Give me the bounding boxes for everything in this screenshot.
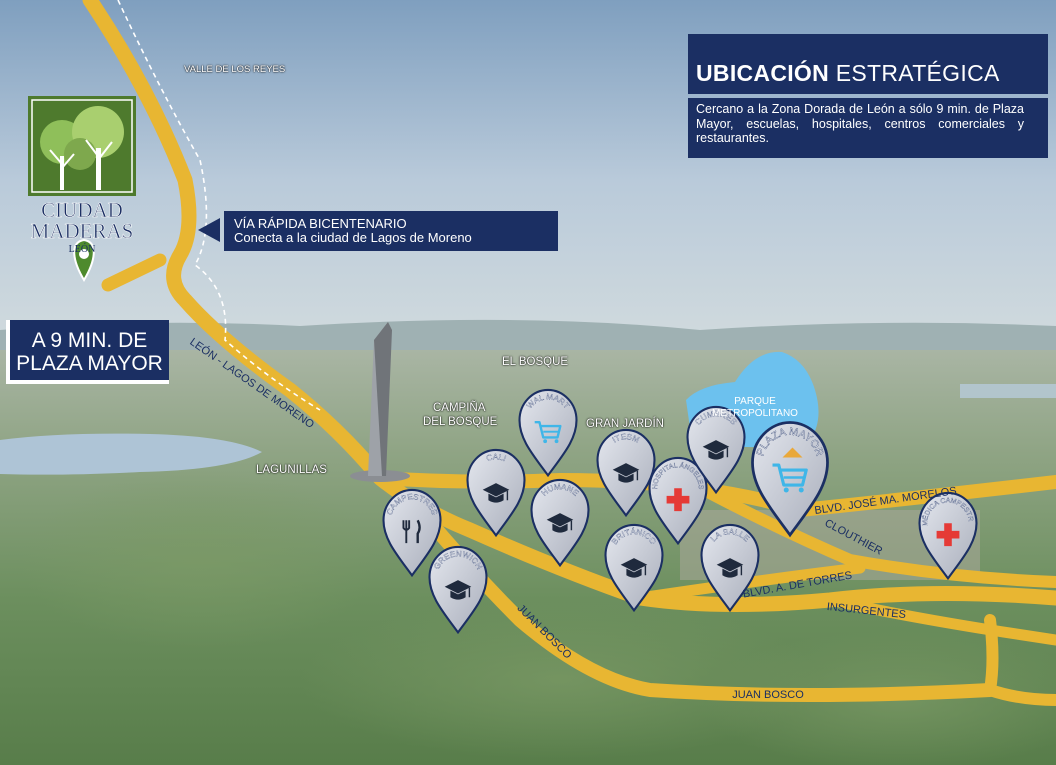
pin-label: CALI: [485, 452, 507, 463]
logo-tree-icon: CIUDAD MADERAS LEÓN: [28, 96, 136, 255]
clouthier-road: [694, 482, 1056, 588]
time-badge: A 9 MIN. DE PLAZA MAYOR: [6, 320, 169, 384]
logo-line3: LEÓN: [69, 243, 96, 255]
vegetation-patch: [20, 470, 380, 650]
valle-dashed-road: [117, 0, 321, 411]
title-rest: ESTRATÉGICA: [829, 60, 1000, 86]
graduation-cap-icon: [546, 513, 574, 533]
poi-pin-humane[interactable]: HUMANE: [530, 478, 590, 568]
graduation-cap-icon: [482, 483, 510, 503]
shopping-cart-icon: [772, 463, 808, 493]
poi-pin-cali[interactable]: CALI: [466, 448, 526, 538]
ciudad-maderas-logo: CIUDAD MADERAS LEÓN: [28, 96, 136, 256]
poi-pin-cumbres[interactable]: CUMBRES: [686, 405, 746, 495]
red-cross-icon: [936, 523, 960, 547]
pin-shape: [382, 488, 442, 578]
basket-accent-icon: [782, 447, 803, 458]
poi-pin-médica-campestre[interactable]: MÉDICA CAMPESTRE: [918, 491, 978, 581]
description: Cercano a la Zona Dorada de León a sólo …: [688, 98, 1048, 158]
place-label-parque: PARQUE: [734, 396, 776, 407]
location-marker-icon[interactable]: [73, 238, 95, 282]
poi-pin-wal-mart[interactable]: WAL MART: [518, 388, 578, 478]
place-label-el-bosque: EL BOSQUE: [502, 356, 569, 368]
poi-pin-plaza-mayor[interactable]: PLAZA MAYOR: [751, 421, 829, 538]
logo-line2: MADERAS: [31, 219, 134, 243]
place-label-lagunillas: LAGUNILLAS: [256, 464, 327, 476]
far-water: [960, 384, 1056, 398]
poi-pin-británico[interactable]: BRITÁNICO: [604, 523, 664, 613]
poi-pin-la-salle[interactable]: LA SALLE: [700, 523, 760, 613]
place-label-gran-jardin: GRAN JARDÍN: [586, 418, 664, 430]
via-rapida-connector: [101, 253, 167, 292]
graduation-cap-icon: [444, 580, 472, 600]
via-rapida-callout: VÍA RÁPIDA BICENTENARIO Conecta a la ciu…: [224, 211, 558, 251]
poi-pin-greenwich[interactable]: GREENWICH: [428, 545, 488, 635]
place-label-parque-line2: METROPOLITANO: [712, 408, 798, 419]
time-badge-line2: PLAZA MAYOR: [16, 352, 163, 375]
page-title: UBICACIÓN ESTRATÉGICA: [688, 34, 1048, 94]
red-cross-icon: [666, 488, 690, 512]
monument: [350, 322, 410, 482]
time-badge-line1: A 9 MIN. DE: [31, 329, 148, 352]
fork-knife-icon: [402, 519, 421, 544]
title-bold: UBICACIÓN: [696, 60, 830, 86]
callout-arrow-icon: [198, 218, 220, 242]
graduation-cap-icon: [716, 558, 744, 578]
torres-road: [634, 562, 866, 604]
road-label-juan-bosco-2: JUAN BOSCO: [732, 689, 804, 701]
graduation-cap-icon: [620, 558, 648, 578]
callout-subtitle: Conecta a la ciudad de Lagos de Moreno: [234, 230, 472, 245]
insurgentes-road: [824, 594, 1056, 646]
lagunillas-lake: [0, 433, 262, 475]
place-label-campina: CAMPIÑA: [433, 402, 486, 414]
poi-pin-campestres[interactable]: CAMPESTRES: [382, 488, 442, 578]
vegetation-patch: [300, 600, 820, 760]
east-road: [984, 614, 1056, 706]
shopping-cart-icon: [534, 421, 562, 444]
logo-line1: CIUDAD: [41, 198, 123, 222]
place-label-valle: VALLE DE LOS REYES: [184, 64, 286, 75]
place-label-campina-line2: DEL BOSQUE: [423, 416, 498, 428]
poi-pin-hospital-ángeles[interactable]: HOSPITAL ÁNGELES: [648, 456, 708, 546]
callout-title: VÍA RÁPIDA BICENTENARIO: [234, 216, 407, 231]
